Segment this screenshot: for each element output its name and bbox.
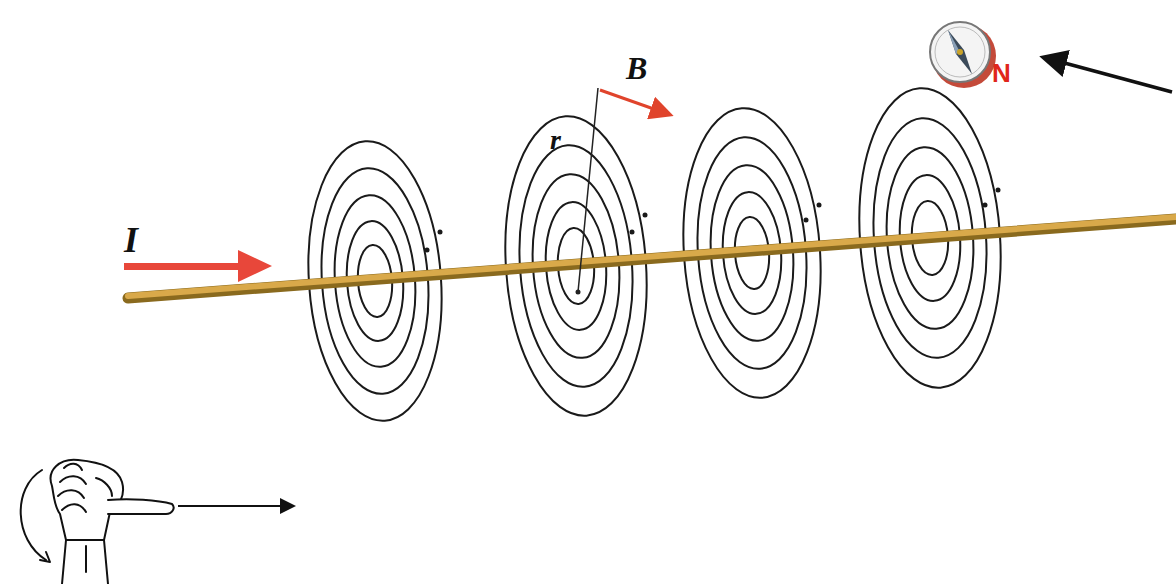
pointer-arrow — [1046, 58, 1172, 92]
current-arrow — [124, 250, 272, 282]
wire-highlight — [128, 217, 1176, 296]
radius-line — [578, 88, 598, 292]
field-vector — [600, 90, 668, 114]
current-label: I — [124, 222, 138, 258]
radius-label: r — [550, 126, 561, 154]
right-hand-rule — [21, 460, 174, 584]
north-label: N — [992, 60, 1011, 86]
thumb-direction-arrow — [178, 505, 292, 507]
compass — [930, 22, 996, 88]
field-label: B — [626, 52, 647, 84]
